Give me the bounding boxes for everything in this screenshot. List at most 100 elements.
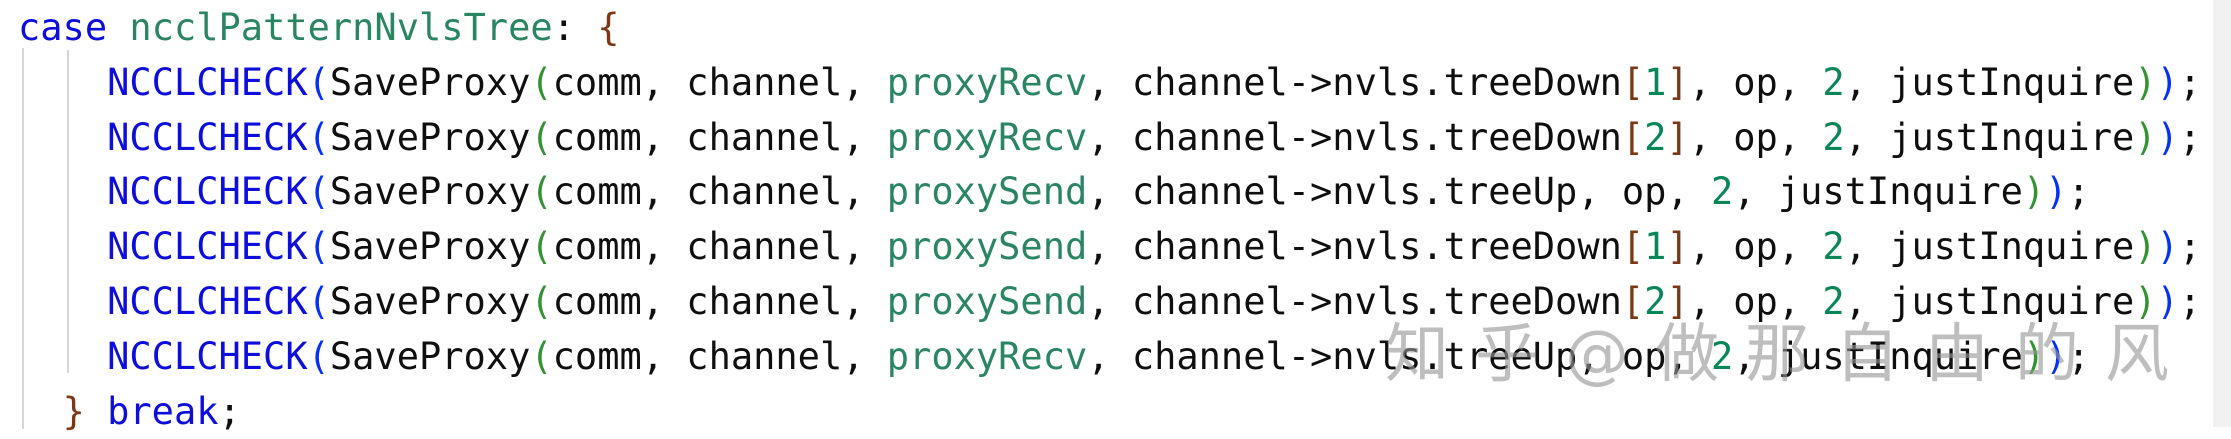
code-token: ) xyxy=(2134,225,2157,269)
code-token: ( xyxy=(307,334,330,378)
code-token xyxy=(18,61,107,104)
code-token: ( xyxy=(530,170,553,214)
code-token: comm, channel, xyxy=(552,225,887,269)
code-token: ( xyxy=(530,115,553,159)
code-token xyxy=(107,6,129,49)
code-token: 2 xyxy=(1711,334,1734,378)
code-line[interactable]: case ncclPatternNvlsTree: { xyxy=(18,1,2201,56)
code-token: ( xyxy=(530,225,553,269)
code-area[interactable]: case ncclPatternNvlsTree: { NCCLCHECK(Sa… xyxy=(18,1,2201,439)
code-token: NCCLCHECK xyxy=(107,170,308,214)
code-token: SaveProxy xyxy=(329,60,531,104)
code-token: 2 xyxy=(1822,115,1845,159)
code-token: , justInquire xyxy=(1733,334,2023,378)
code-token: , justInquire xyxy=(1844,115,2135,159)
code-token: , justInquire xyxy=(1733,170,2023,214)
code-token: ; xyxy=(2178,115,2202,159)
code-token: [ xyxy=(1621,60,1645,104)
code-line[interactable]: NCCLCHECK(SaveProxy(comm, channel, proxy… xyxy=(18,165,2201,220)
code-token: { xyxy=(597,6,620,49)
code-token: ) xyxy=(2156,60,2179,104)
code-token: ) xyxy=(2045,334,2068,378)
code-token xyxy=(18,170,107,213)
code-token: ) xyxy=(2134,115,2157,159)
code-token: 1 xyxy=(1644,60,1667,104)
code-token: ] xyxy=(1666,60,1689,104)
code-token: ) xyxy=(2134,279,2157,323)
code-token: , channel->nvls.treeDown xyxy=(1087,225,1622,269)
code-token: ( xyxy=(307,279,330,323)
code-line[interactable]: } break; xyxy=(18,385,2201,439)
scrollbar[interactable] xyxy=(2213,0,2231,427)
code-token: , op, xyxy=(1688,225,1823,269)
code-line[interactable]: NCCLCHECK(SaveProxy(comm, channel, proxy… xyxy=(18,275,2201,330)
code-token xyxy=(18,280,107,323)
code-token: SaveProxy xyxy=(329,334,531,378)
code-token: SaveProxy xyxy=(329,115,531,159)
code-token: ( xyxy=(530,334,553,378)
code-token: comm, channel, xyxy=(552,170,887,214)
code-token: [ xyxy=(1621,115,1645,159)
code-token: ncclPatternNvlsTree xyxy=(129,6,553,49)
code-token: ) xyxy=(2045,170,2068,214)
code-token: , op, xyxy=(1688,60,1823,104)
code-token: proxyRecv xyxy=(886,334,1088,378)
code-token: case xyxy=(18,6,108,49)
code-token: , justInquire xyxy=(1844,225,2135,269)
code-token: , channel->nvls.treeUp, op, xyxy=(1087,170,1711,214)
code-token: proxySend xyxy=(886,279,1088,323)
code-token: SaveProxy xyxy=(329,279,531,323)
code-token: , channel->nvls.treeUp, op, xyxy=(1087,334,1711,378)
code-token: ( xyxy=(530,279,553,323)
code-token: comm, channel, xyxy=(552,60,887,104)
code-token: : xyxy=(552,6,598,49)
code-token: 2 xyxy=(1822,279,1845,323)
code-token: ) xyxy=(2134,60,2157,104)
code-token: } xyxy=(62,389,85,433)
code-token: proxyRecv xyxy=(886,60,1088,104)
code-token: ; xyxy=(218,389,241,433)
code-token: NCCLCHECK xyxy=(107,115,308,159)
code-token xyxy=(18,390,63,433)
code-line[interactable]: NCCLCHECK(SaveProxy(comm, channel, proxy… xyxy=(18,56,2201,111)
code-token: , channel->nvls.treeDown xyxy=(1087,60,1622,104)
code-token: 2 xyxy=(1644,279,1667,323)
code-token: , channel->nvls.treeDown xyxy=(1087,279,1622,323)
code-token: 2 xyxy=(1822,225,1845,269)
code-token: ( xyxy=(307,170,330,214)
code-token: ; xyxy=(2178,279,2202,323)
code-token: ) xyxy=(2022,170,2046,214)
code-token: ) xyxy=(2156,115,2179,159)
code-token: [ xyxy=(1621,279,1645,323)
code-token xyxy=(18,225,107,268)
code-token: NCCLCHECK xyxy=(107,225,308,269)
code-token: proxySend xyxy=(886,170,1088,214)
code-token: ; xyxy=(2178,225,2202,269)
code-token: ( xyxy=(307,60,330,104)
code-token: NCCLCHECK xyxy=(107,334,308,378)
code-token: comm, channel, xyxy=(552,334,887,378)
code-token xyxy=(85,390,107,433)
code-token: 2 xyxy=(1822,60,1845,104)
code-token: ; xyxy=(2067,334,2090,378)
code-token: ) xyxy=(2022,334,2046,378)
code-token: break xyxy=(107,389,219,433)
code-token: , channel->nvls.treeDown xyxy=(1087,115,1622,159)
code-token: ( xyxy=(530,60,553,104)
code-line[interactable]: NCCLCHECK(SaveProxy(comm, channel, proxy… xyxy=(18,330,2201,385)
code-line[interactable]: NCCLCHECK(SaveProxy(comm, channel, proxy… xyxy=(18,111,2201,166)
code-token: 2 xyxy=(1711,170,1734,214)
code-token: ; xyxy=(2067,170,2090,214)
code-token xyxy=(18,116,107,159)
code-token: SaveProxy xyxy=(329,225,531,269)
code-token: comm, channel, xyxy=(552,115,887,159)
code-token xyxy=(18,335,107,378)
code-token: , op, xyxy=(1688,115,1823,159)
code-line[interactable]: NCCLCHECK(SaveProxy(comm, channel, proxy… xyxy=(18,220,2201,275)
code-token: proxySend xyxy=(886,225,1088,269)
code-token: proxyRecv xyxy=(886,115,1088,159)
code-token: comm, channel, xyxy=(552,279,887,323)
code-token: , op, xyxy=(1688,279,1823,323)
code-token: ) xyxy=(2156,225,2179,269)
code-token: , justInquire xyxy=(1844,279,2135,323)
